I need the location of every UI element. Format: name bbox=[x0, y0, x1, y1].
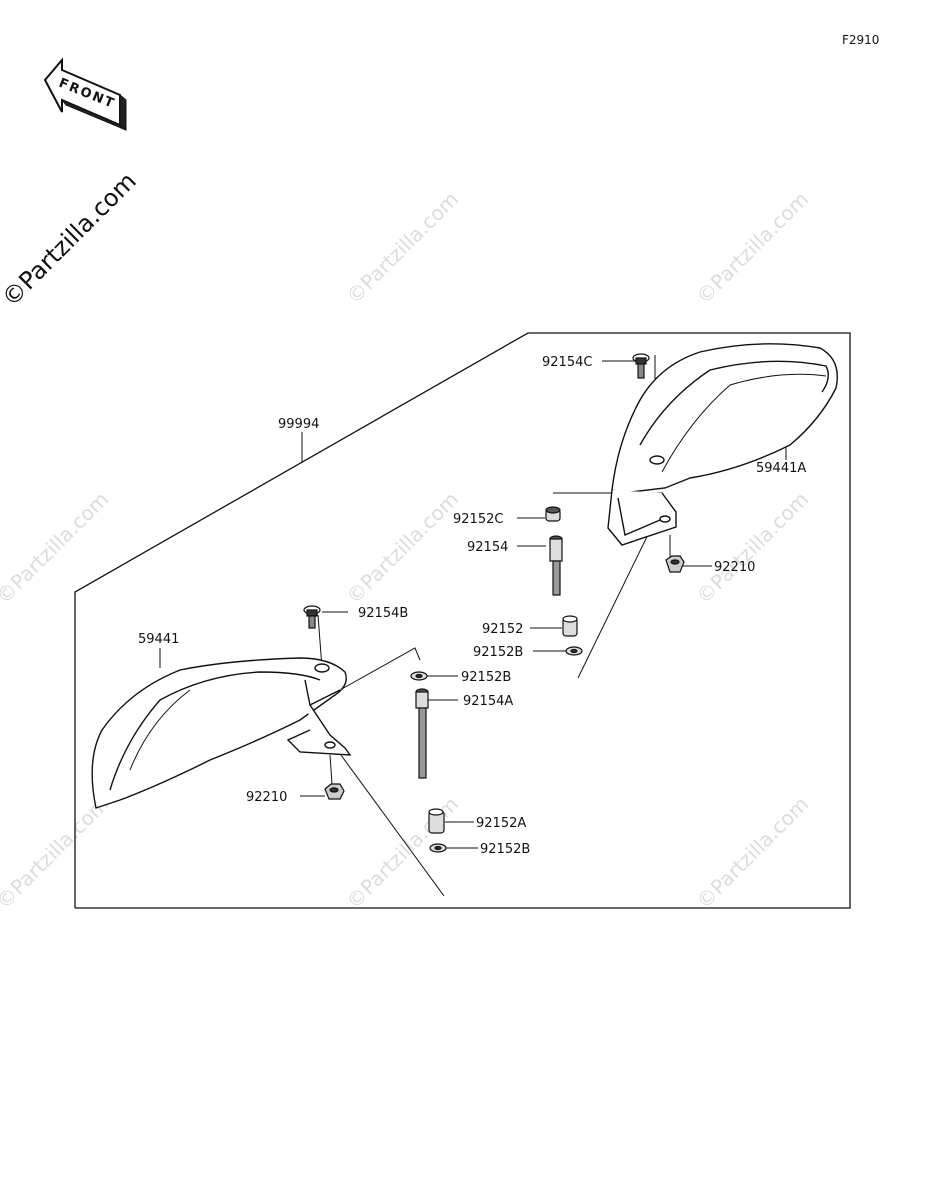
watermark: ©Partzilla.com bbox=[0, 487, 113, 609]
label-92152a: 92152A bbox=[476, 816, 526, 831]
washer-92152b-upper bbox=[565, 646, 583, 656]
guide-lines-left bbox=[317, 614, 445, 897]
watermark: ©Partzilla.com bbox=[692, 187, 814, 309]
watermark: ©Partzilla.com bbox=[0, 792, 113, 914]
collar-92152a bbox=[428, 808, 445, 834]
watermark: ©Partzilla.com bbox=[342, 187, 464, 309]
leader-lines bbox=[159, 360, 787, 849]
collar-92152 bbox=[562, 615, 578, 637]
watermark-layer: ©Partzilla.com ©Partzilla.com ©Partzilla… bbox=[0, 167, 813, 914]
label-92154c: 92154C bbox=[542, 355, 592, 370]
kit-outline bbox=[74, 332, 851, 909]
watermark: ©Partzilla.com bbox=[692, 487, 814, 609]
washer-92152b-mid bbox=[410, 671, 428, 681]
watermark: ©Partzilla.com bbox=[342, 487, 464, 609]
watermark: ©Partzilla.com bbox=[342, 792, 464, 914]
label-92152b-mid: 92152B bbox=[461, 670, 511, 685]
label-92152b-upper: 92152B bbox=[473, 645, 523, 660]
label-92152b-lower: 92152B bbox=[480, 842, 530, 857]
bolt-92154a bbox=[415, 688, 429, 779]
watermark-main: ©Partzilla.com bbox=[0, 167, 142, 312]
label-99994: 99994 bbox=[278, 417, 319, 432]
label-59441: 59441 bbox=[138, 632, 179, 647]
label-92152c: 92152C bbox=[453, 512, 503, 527]
label-92210-right: 92210 bbox=[714, 560, 755, 575]
label-92154: 92154 bbox=[467, 540, 508, 555]
bolt-92154 bbox=[549, 535, 563, 596]
label-92152: 92152 bbox=[482, 622, 523, 637]
bolt-92154c bbox=[632, 353, 650, 379]
figure-ref: F2910 bbox=[842, 33, 879, 47]
hand-guard-right bbox=[607, 343, 838, 546]
hand-guard-left bbox=[91, 657, 352, 809]
label-59441a: 59441A bbox=[756, 461, 806, 476]
nut-92210-left bbox=[324, 783, 345, 800]
watermark: ©Partzilla.com bbox=[692, 792, 814, 914]
front-direction-arrow-icon: FRONT bbox=[43, 57, 127, 132]
bolt-92154b bbox=[303, 605, 321, 629]
part-labels: 99994 59441 59441A 92154C 92154B 92152C … bbox=[138, 355, 806, 857]
collar-92152c bbox=[545, 506, 561, 522]
washer-92152b-lower bbox=[429, 843, 447, 853]
label-92154b: 92154B bbox=[358, 606, 408, 621]
label-92154a: 92154A bbox=[463, 694, 513, 709]
label-92210-left: 92210 bbox=[246, 790, 287, 805]
nut-92210-right bbox=[665, 555, 685, 573]
